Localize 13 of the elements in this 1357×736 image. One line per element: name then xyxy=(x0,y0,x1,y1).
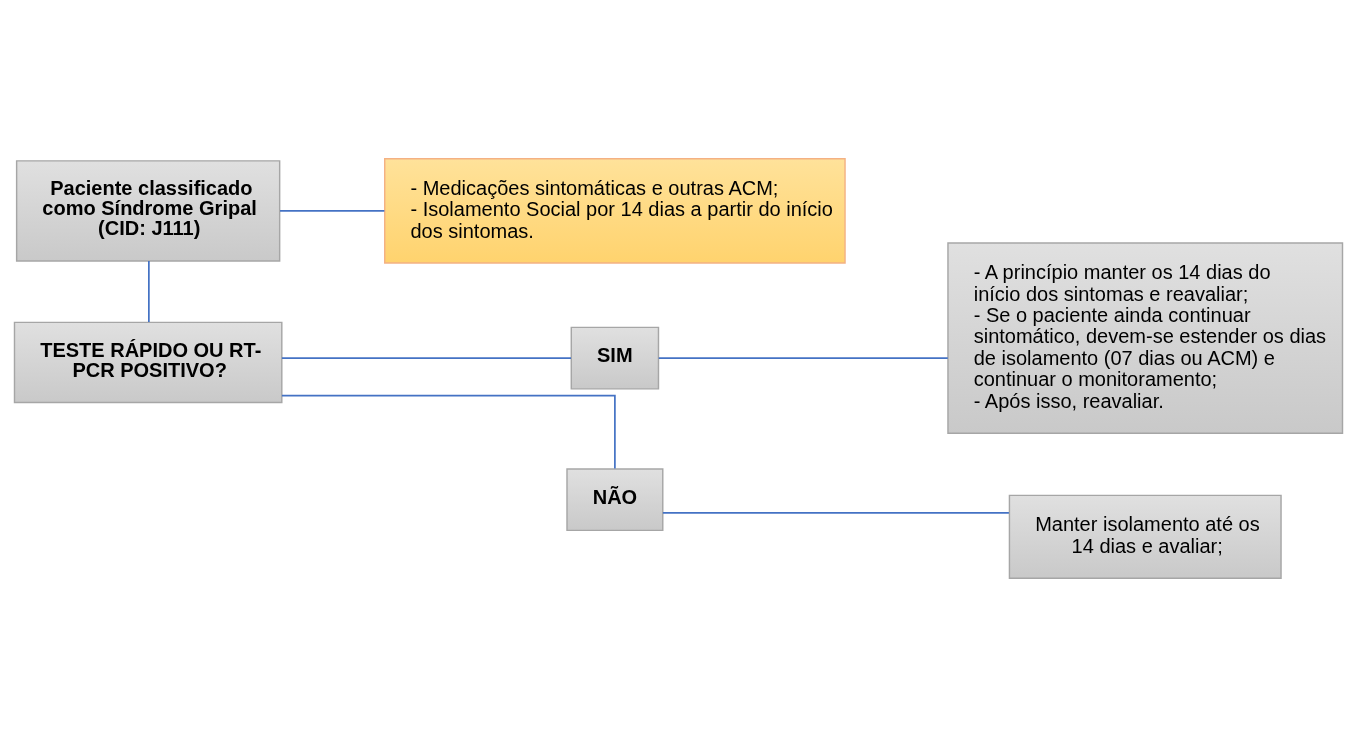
node-box: SIM xyxy=(570,326,660,390)
node-box: Manter isolamento até os 14 dias e avaliar; xyxy=(1008,494,1282,579)
node-box: NÃO xyxy=(566,467,664,531)
connector xyxy=(662,511,1010,514)
node-box: TESTE RÁPIDO OU RT-PCR POSITIVO? xyxy=(13,321,283,403)
connector xyxy=(148,259,150,323)
connector xyxy=(281,394,616,469)
node-box: - A princípio manter os 14 dias do início dos sintomas e reavaliar; - Se o paciente ainda continuar sintomático, devem-se estender os dias de isolamento (07 dias ou ACM) e continuar o monitoramento; - Após isso, reavaliar. xyxy=(947,241,1344,434)
node-box: Paciente classificado como Síndrome Gripal (CID: J111) xyxy=(15,159,281,262)
connector xyxy=(279,209,386,212)
node-box: - Medicações sintomáticas e outras ACM; - Isolamento Social por 14 dias a partir do início dos sintomas. xyxy=(384,157,846,264)
connector xyxy=(281,356,572,359)
connector xyxy=(657,356,949,359)
